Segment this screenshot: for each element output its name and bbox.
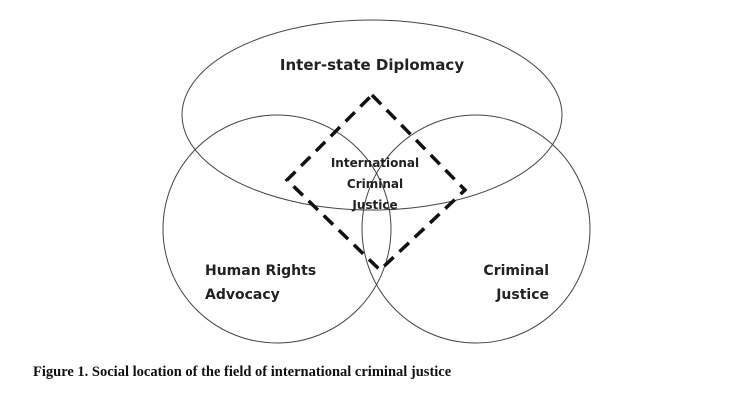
label-criminal-justice-line-2: Justice (495, 287, 549, 303)
inter-state-diplomacy-ellipse (181, 19, 563, 211)
figure-caption: Figure 1. Social location of the field o… (33, 364, 452, 380)
label-inter-state-diplomacy: Inter-state Diplomacy (280, 56, 464, 74)
criminal-justice-circle (361, 114, 591, 344)
label-center-line-3: Justice (351, 198, 397, 212)
label-human-rights-line-2: Advocacy (205, 287, 280, 303)
label-human-rights-line-1: Human Rights (205, 263, 316, 279)
label-center-line-2: Criminal (347, 177, 403, 191)
label-center-line-1: International (331, 156, 419, 170)
international-criminal-justice-diamond (284, 92, 468, 273)
human-rights-advocacy-circle (162, 114, 392, 344)
label-criminal-justice-line-1: Criminal (483, 263, 549, 279)
